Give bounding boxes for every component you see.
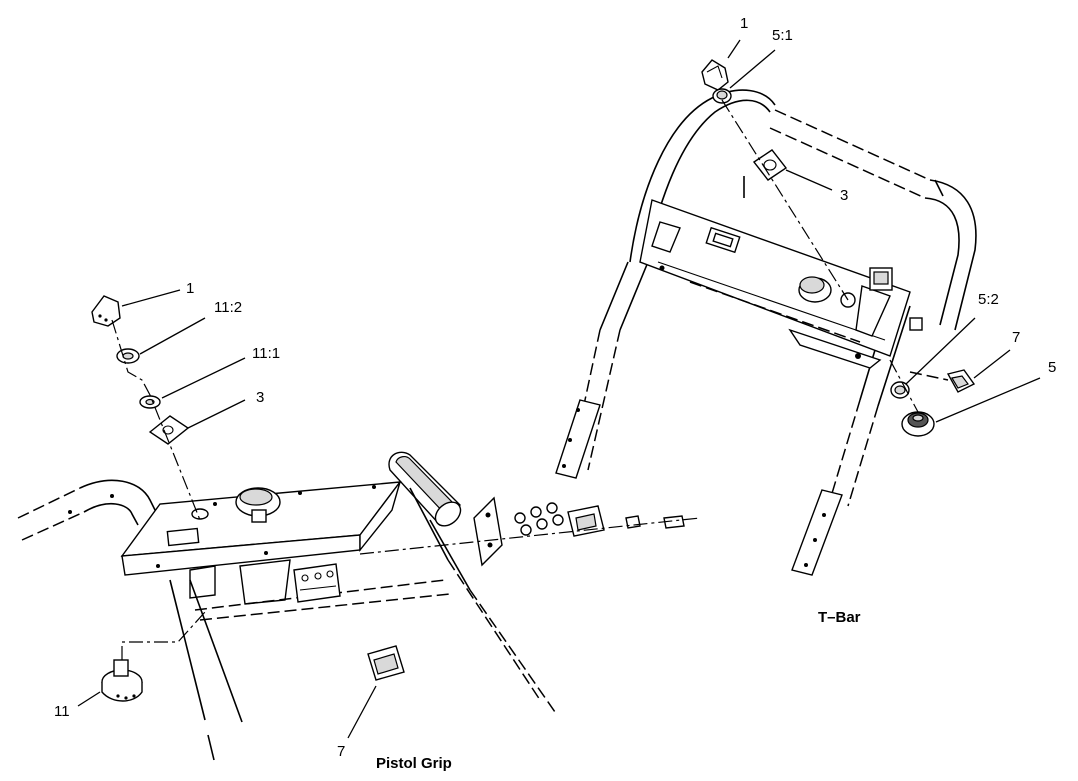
- callout-tbar-3: 3: [840, 187, 848, 204]
- callout-pg-7: 7: [337, 743, 345, 760]
- pg-control-panel: [120, 481, 451, 761]
- pg-bracket-plate: [473, 496, 503, 567]
- callout-pg-3: 3: [256, 389, 264, 406]
- tbar-assembly: 1 5:1 3 5:2 7 5 T–Bar: [555, 15, 1056, 626]
- pg-centerline-hardware: [359, 517, 701, 555]
- callout-tbar-7: 7: [1012, 329, 1020, 346]
- callout-pg-1: 1: [186, 280, 194, 297]
- pg-washer-11-2: [116, 348, 140, 364]
- pg-clip-bracket: [567, 505, 605, 537]
- pg-nuts: [514, 502, 564, 536]
- tbar-lever: [869, 267, 893, 291]
- tbar-handle-loop: [629, 89, 977, 331]
- pg-terminal-block: [293, 563, 341, 603]
- caption-tbar: T–Bar: [818, 609, 861, 626]
- pg-key: [91, 295, 121, 327]
- pg-ignition-switch-11: [101, 659, 143, 702]
- tbar-key-grommet: [712, 88, 732, 104]
- pg-grip-handle: [388, 451, 556, 713]
- tbar-knob: [798, 276, 832, 303]
- caption-pistol-grip: Pistol Grip: [376, 755, 452, 772]
- tbar-centerline-key: [721, 99, 849, 301]
- callout-pg-11-1: 11:1: [252, 345, 280, 362]
- pistol-grip-assembly: 1 11:2 11:1 3 11 7 Pistol Grip: [17, 280, 701, 772]
- pg-washer-11-1: [139, 395, 161, 409]
- tbar-centerline-switch: [889, 359, 919, 413]
- callout-tbar-5-2: 5:2: [978, 291, 999, 308]
- pg-knob: [235, 487, 281, 523]
- pg-callouts: 1 11:2 11:1 3 11 7: [54, 280, 377, 760]
- callout-pg-11-2: 11:2: [214, 299, 242, 316]
- pg-centerline-switch: [121, 611, 206, 660]
- callout-tbar-5: 5: [1048, 359, 1056, 376]
- callout-tbar-1: 1: [740, 15, 748, 32]
- pg-decal-3: [148, 415, 190, 445]
- tbar-connector-7: [946, 369, 976, 393]
- tbar-left-tube: [555, 261, 649, 479]
- tbar-ignition-switch-5: [901, 411, 935, 437]
- tbar-control-panel: [639, 199, 923, 369]
- tbar-decal-3: [752, 149, 788, 181]
- pg-small-hardware: [625, 515, 685, 529]
- callout-pg-11: 11: [54, 703, 70, 720]
- tbar-wire-dash: [909, 371, 949, 381]
- pg-connector-7: [367, 645, 405, 681]
- callout-tbar-5-1: 5:1: [772, 27, 793, 44]
- tbar-key: [701, 59, 729, 91]
- pg-left-handle: [17, 479, 161, 541]
- pg-centerline-key: [111, 319, 201, 521]
- tbar-callouts: 1 5:1 3 5:2 7 5: [727, 15, 1056, 423]
